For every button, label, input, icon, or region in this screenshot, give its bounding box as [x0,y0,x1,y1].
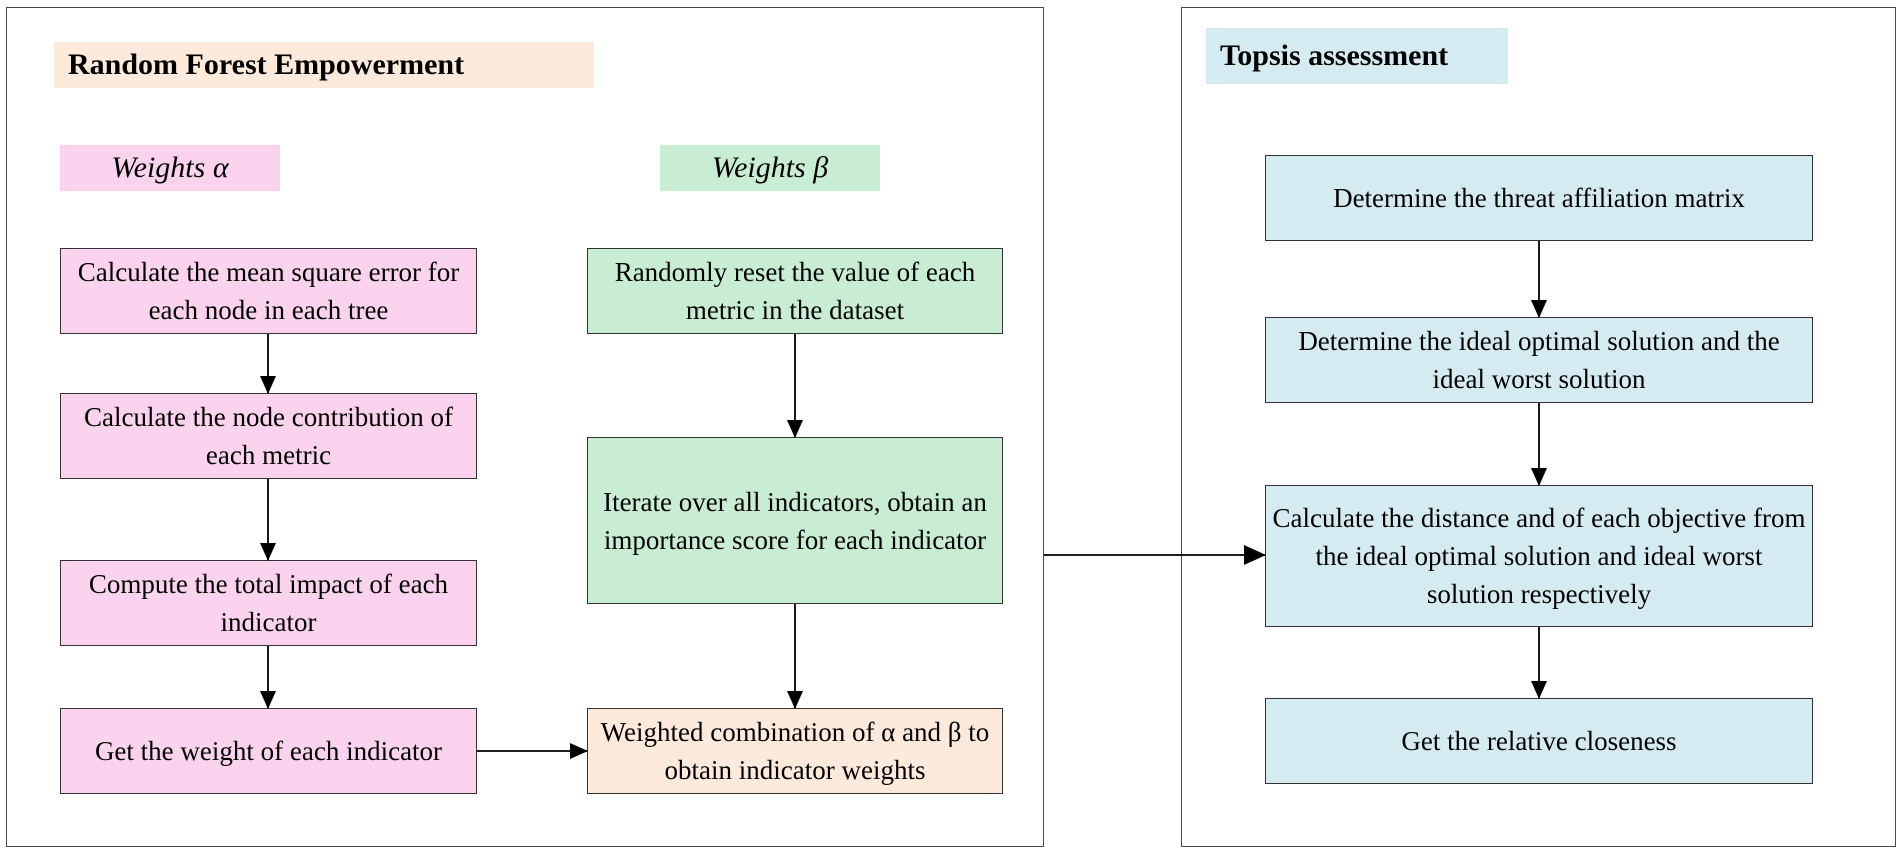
beta-step-iterate: Iterate over all indicators, obtain an i… [587,437,1003,604]
topsis-title: Topsis assessment [1206,28,1508,84]
alpha-step-total-impact: Compute the total impact of each indicat… [60,560,477,646]
alpha-step-get-weight: Get the weight of each indicator [60,708,477,794]
alpha-step-node-contribution: Calculate the node contribution of each … [60,393,477,479]
topsis-step-relative-closeness: Get the relative closeness [1265,698,1813,784]
weights-beta-label: Weights β [660,145,880,191]
topsis-step-affiliation-matrix: Determine the threat affiliation matrix [1265,155,1813,241]
topsis-step-distance: Calculate the distance and of each objec… [1265,485,1813,627]
alpha-step-mse: Calculate the mean square error for each… [60,248,477,334]
random-forest-title: Random Forest Empowerment [54,42,594,88]
beta-step-reset: Randomly reset the value of each metric … [587,248,1003,334]
topsis-step-ideal-solutions: Determine the ideal optimal solution and… [1265,317,1813,403]
weights-alpha-label: Weights α [60,145,280,191]
combination-step: Weighted combination of α and β to obtai… [587,708,1003,794]
